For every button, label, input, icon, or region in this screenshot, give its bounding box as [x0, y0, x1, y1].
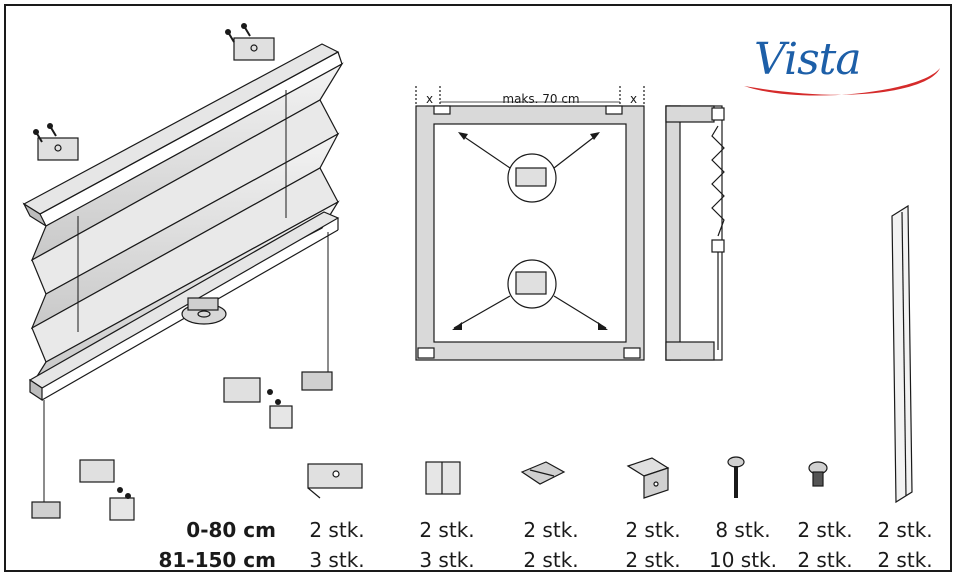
dimension-x-right: x — [630, 92, 638, 106]
qty-cell: 2 stk. — [419, 518, 475, 542]
window-frame-diagram — [415, 86, 725, 361]
angle-bracket-icon — [626, 457, 670, 499]
qty-cell: 2 stk. — [625, 518, 681, 542]
illustration-canvas — [22, 23, 940, 521]
mounting-bracket-icon — [307, 463, 363, 499]
machine-screw-icon — [808, 461, 828, 487]
qty-cell: 3 stk. — [419, 548, 475, 572]
qty-cell: 2 stk. — [523, 548, 579, 572]
qty-cell: 2 stk. — [797, 548, 853, 572]
profile-strip-illustration — [891, 204, 913, 504]
qty-cell: 2 stk. — [877, 548, 933, 572]
pleated-blind-illustration — [22, 23, 344, 521]
dimension-x-left: x — [426, 92, 434, 106]
vista-logo: Vista — [754, 34, 862, 85]
qty-cell: 2 stk. — [797, 518, 853, 542]
qty-cell: 2 stk. — [625, 548, 681, 572]
range-label-0-80: 0-80 cm — [186, 518, 276, 542]
wood-screw-icon — [727, 456, 745, 498]
qty-cell: 10 stk. — [708, 548, 777, 572]
range-label-81-150: 81-150 cm — [158, 548, 276, 572]
qty-cell: 2 stk. — [309, 518, 365, 542]
qty-cell: 8 stk. — [715, 518, 771, 542]
dimension-max-label: maks. 70 cm — [502, 92, 580, 106]
qty-cell: 2 stk. — [877, 518, 933, 542]
clamp-holder-icon — [520, 461, 566, 485]
cord-clip-icon — [425, 461, 461, 495]
qty-cell: 3 stk. — [309, 548, 365, 572]
logo-swoosh — [744, 68, 940, 96]
qty-cell: 2 stk. — [523, 518, 579, 542]
instruction-sheet: Vista x maks. 70 cm x 0-80 cm 2 stk. 2 s… — [4, 4, 952, 572]
